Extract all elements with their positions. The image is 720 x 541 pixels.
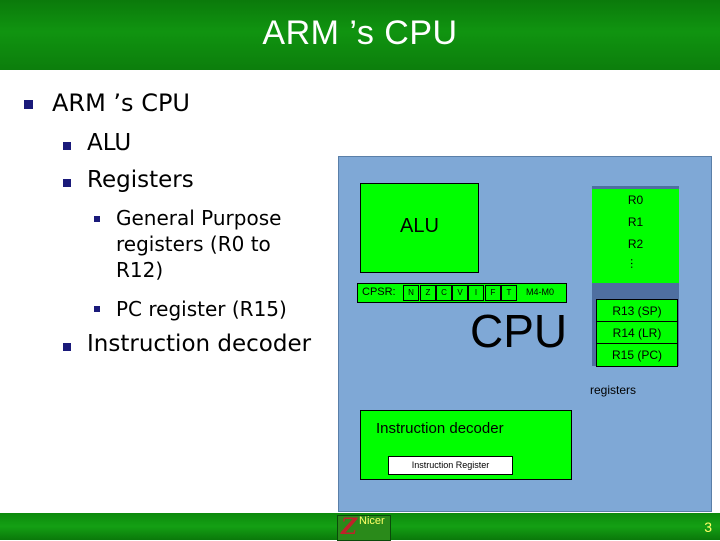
register-r1: R1 [592,211,679,233]
logo-text: Nicer [359,515,385,527]
cpsr-mode: M4-M0 [525,287,554,297]
outline-item-instruction-decoder: Instruction decoder [87,331,312,357]
outline-item-registers: Registers [87,167,194,193]
bullet-icon [63,142,71,150]
register-r0: R0 [592,189,679,211]
instruction-decoder-block [360,410,572,480]
outline-item-alu: ALU [87,130,132,156]
register-r2: R2 [592,233,679,255]
outline-line: registers (R0 to [116,232,271,256]
bullet-icon [63,343,71,351]
register-r14: R14 (LR) [596,321,678,345]
instruction-register: Instruction Register [388,456,513,475]
register-r15: R15 (PC) [596,343,678,367]
outline-line: General Purpose [116,206,282,230]
bullet-icon [24,100,33,109]
ellipsis-label: … [628,258,641,269]
logo-letter: Z [341,514,358,540]
cpsr-flag-c: C [436,285,452,301]
cpu-label: CPU [470,305,568,357]
title-bar: ARM ’s CPU [0,0,720,70]
register-ellipsis-row [592,255,679,283]
cpsr-flag-z: Z [420,285,436,301]
registers-label: registers [590,383,637,397]
bullet-icon [94,216,100,222]
slide-title: ARM ’s CPU [262,14,458,52]
alu-label: ALU [400,215,439,237]
cpsr-flag-t: T [501,285,517,301]
page-number: 3 [704,519,712,535]
cpsr-flag-v: V [452,285,468,301]
alu-block: ALU [360,183,479,273]
cpsr-flag-f: F [485,285,501,301]
cpsr-label: CPSR: [362,286,396,298]
cpsr-flag-i: I [468,285,484,301]
bullet-icon [94,306,100,312]
outline-item-pc-register: PC register (R15) [116,297,287,321]
cpsr-flag-n: N [403,285,419,301]
outline-item-general-purpose: General Purpose registers (R0 to R12) [116,205,281,283]
bullet-icon [63,179,71,187]
register-r13: R13 (SP) [596,299,678,323]
outline-line: R12) [116,258,164,282]
instruction-decoder-label: Instruction decoder [376,420,504,437]
outline-item-arm-cpu: ARM ’s CPU [52,89,190,117]
